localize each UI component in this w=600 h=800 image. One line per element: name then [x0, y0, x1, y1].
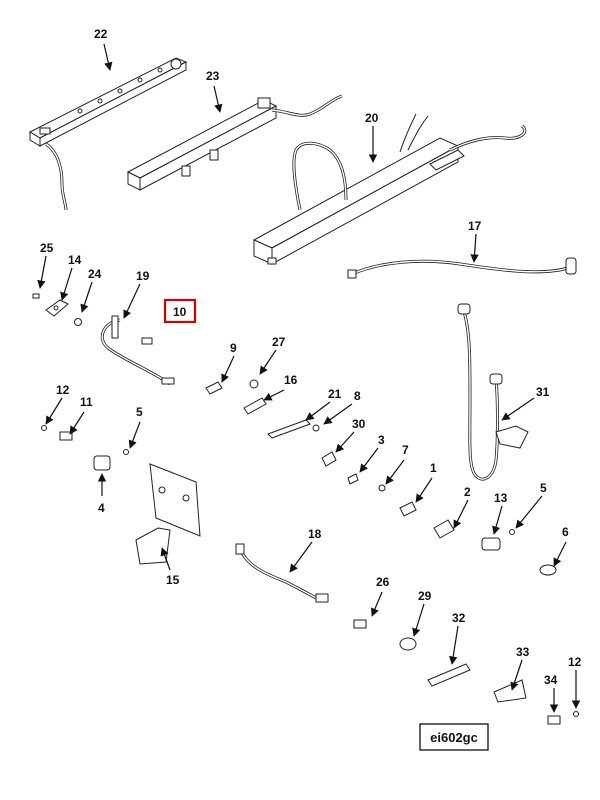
part-6-ring — [539, 564, 557, 576]
callout-3: 3 — [378, 433, 385, 447]
part-12-oring-right — [573, 711, 579, 717]
part-16-bracket — [243, 397, 267, 415]
callout-2: 2 — [464, 485, 471, 499]
callout-17: 17 — [468, 219, 482, 233]
part-15-bracket-plate — [135, 463, 201, 565]
callout-11: 11 — [80, 395, 93, 409]
callout-23: 23 — [206, 69, 220, 83]
part-27-bolt — [249, 379, 259, 389]
part-21-bar — [267, 419, 311, 439]
callout-31: 31 — [536, 385, 550, 399]
part-19-hose — [100, 315, 175, 386]
part-11-fitting — [59, 431, 73, 441]
part-32-bracket — [427, 663, 471, 687]
part-14-bracket — [45, 299, 69, 317]
callout-20: 20 — [365, 111, 379, 125]
part-2-clamp — [433, 519, 455, 539]
part-8-nut — [312, 424, 320, 432]
callout-12-right: 12 — [568, 655, 582, 669]
callout-26: 26 — [376, 575, 390, 589]
part-25-screw — [32, 293, 40, 299]
part-5-oring — [123, 449, 129, 455]
part-10-fitting — [141, 337, 153, 345]
callout-29: 29 — [418, 589, 432, 603]
part-26-fitting — [353, 619, 367, 629]
callout-10: 10 — [173, 305, 187, 319]
callout-33: 33 — [516, 645, 530, 659]
part-1-clamp — [399, 501, 417, 517]
callout-14: 14 — [68, 253, 82, 267]
callout-5-left: 5 — [136, 405, 143, 419]
callout-19: 19 — [136, 269, 150, 283]
reference-code-box: ei602gc — [419, 723, 489, 751]
part-24-nut — [74, 318, 82, 326]
callout-27: 27 — [272, 335, 286, 349]
part-20-rail — [252, 113, 527, 265]
part-3-clip — [347, 473, 359, 485]
callout-15: 15 — [166, 573, 180, 587]
leader-arrows — [37, 43, 581, 713]
part-4-sensor — [93, 455, 111, 471]
callout-18: 18 — [308, 527, 322, 541]
callout-24: 24 — [88, 267, 102, 281]
part-22-rail — [28, 57, 188, 211]
callout-5-right: 5 — [540, 481, 547, 495]
callout-7: 7 — [402, 443, 409, 457]
part-31-tube — [457, 303, 529, 481]
callout-32: 32 — [452, 611, 466, 625]
part-7-nut — [378, 484, 386, 492]
part-30-clip — [321, 451, 337, 467]
part-13-sensor — [481, 537, 501, 551]
part-23-rail — [126, 94, 343, 191]
part-5-oring-right — [509, 529, 515, 535]
reference-code: ei602gc — [430, 730, 478, 745]
callout-22: 22 — [94, 27, 108, 41]
part-9-clip — [205, 381, 223, 395]
callout-4: 4 — [98, 501, 105, 515]
callout-9: 9 — [230, 341, 237, 355]
highlight-box-10 — [163, 298, 197, 324]
callout-6: 6 — [562, 525, 569, 539]
part-29-bushing — [399, 637, 417, 651]
part-18-cable — [235, 543, 329, 603]
callout-30: 30 — [352, 417, 366, 431]
part-17-cable — [347, 257, 577, 279]
part-34-sensor — [547, 715, 561, 725]
callout-25: 25 — [40, 241, 54, 255]
callout-1: 1 — [430, 461, 437, 475]
callout-labels: 22 23 20 17 25 14 24 19 10 9 27 16 21 8 … — [40, 27, 582, 687]
callout-16: 16 — [284, 373, 298, 387]
callout-34: 34 — [544, 673, 558, 687]
callout-13: 13 — [494, 491, 508, 505]
part-33-bracket — [493, 679, 527, 703]
part-12-oring — [41, 425, 47, 431]
callout-8: 8 — [354, 389, 361, 403]
callout-21: 21 — [328, 387, 342, 401]
callout-12-left: 12 — [56, 383, 70, 397]
